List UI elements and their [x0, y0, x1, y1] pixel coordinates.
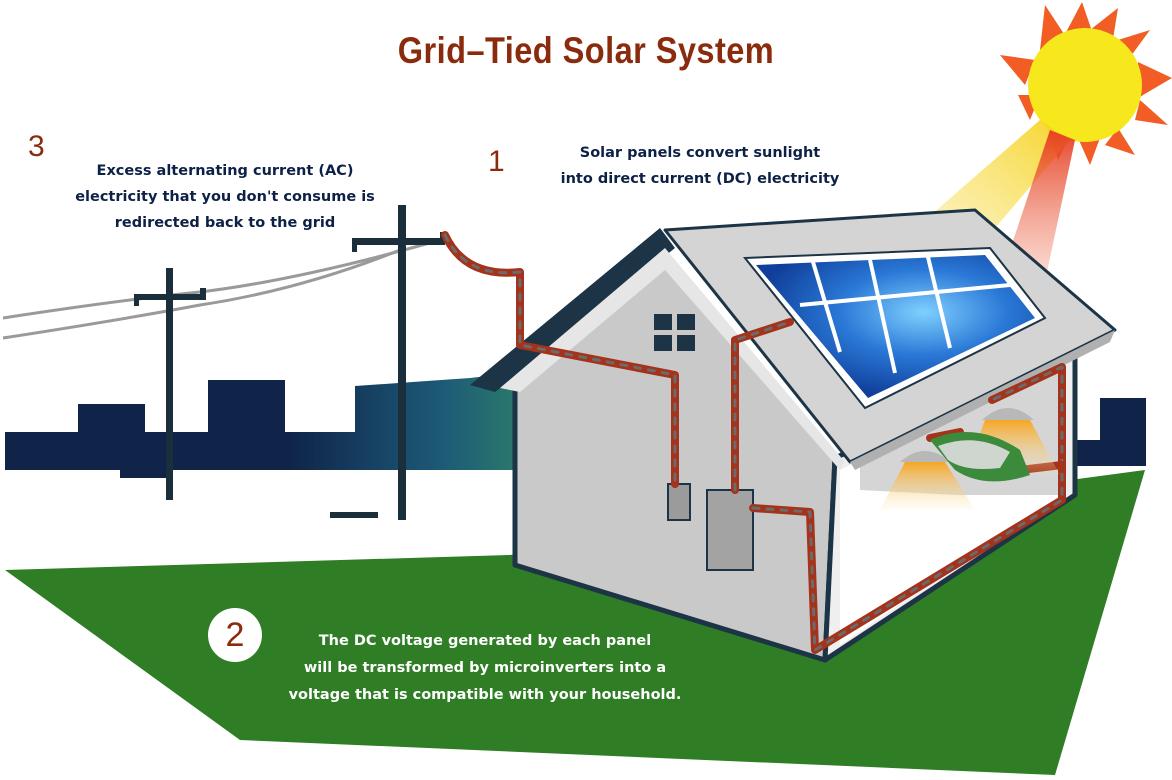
attic-window [654, 314, 695, 351]
electric-meter-box [706, 489, 754, 571]
wiring [441, 231, 1066, 654]
page-title: Grid–Tied Solar System [397, 30, 775, 71]
utility-pole-far [134, 268, 206, 500]
city-skyline [5, 372, 1146, 478]
sun-icon [1000, 2, 1172, 165]
step-2-caption: The DC voltage generated by each panel w… [288, 633, 682, 703]
sofa-icon [930, 432, 1030, 482]
step-3-number: 3 [28, 130, 45, 163]
step-2-number: 2 [208, 608, 262, 662]
solar-panel [742, 246, 1047, 410]
microinverter-box [667, 483, 691, 521]
step-3-caption: Excess alternating current (AC) electric… [75, 163, 375, 231]
power-lines [2, 238, 441, 340]
step-1-caption: Solar panels convert sunlight into direc… [560, 145, 840, 187]
step-1-number: 1 [488, 145, 505, 178]
utility-pole-near [330, 205, 445, 520]
